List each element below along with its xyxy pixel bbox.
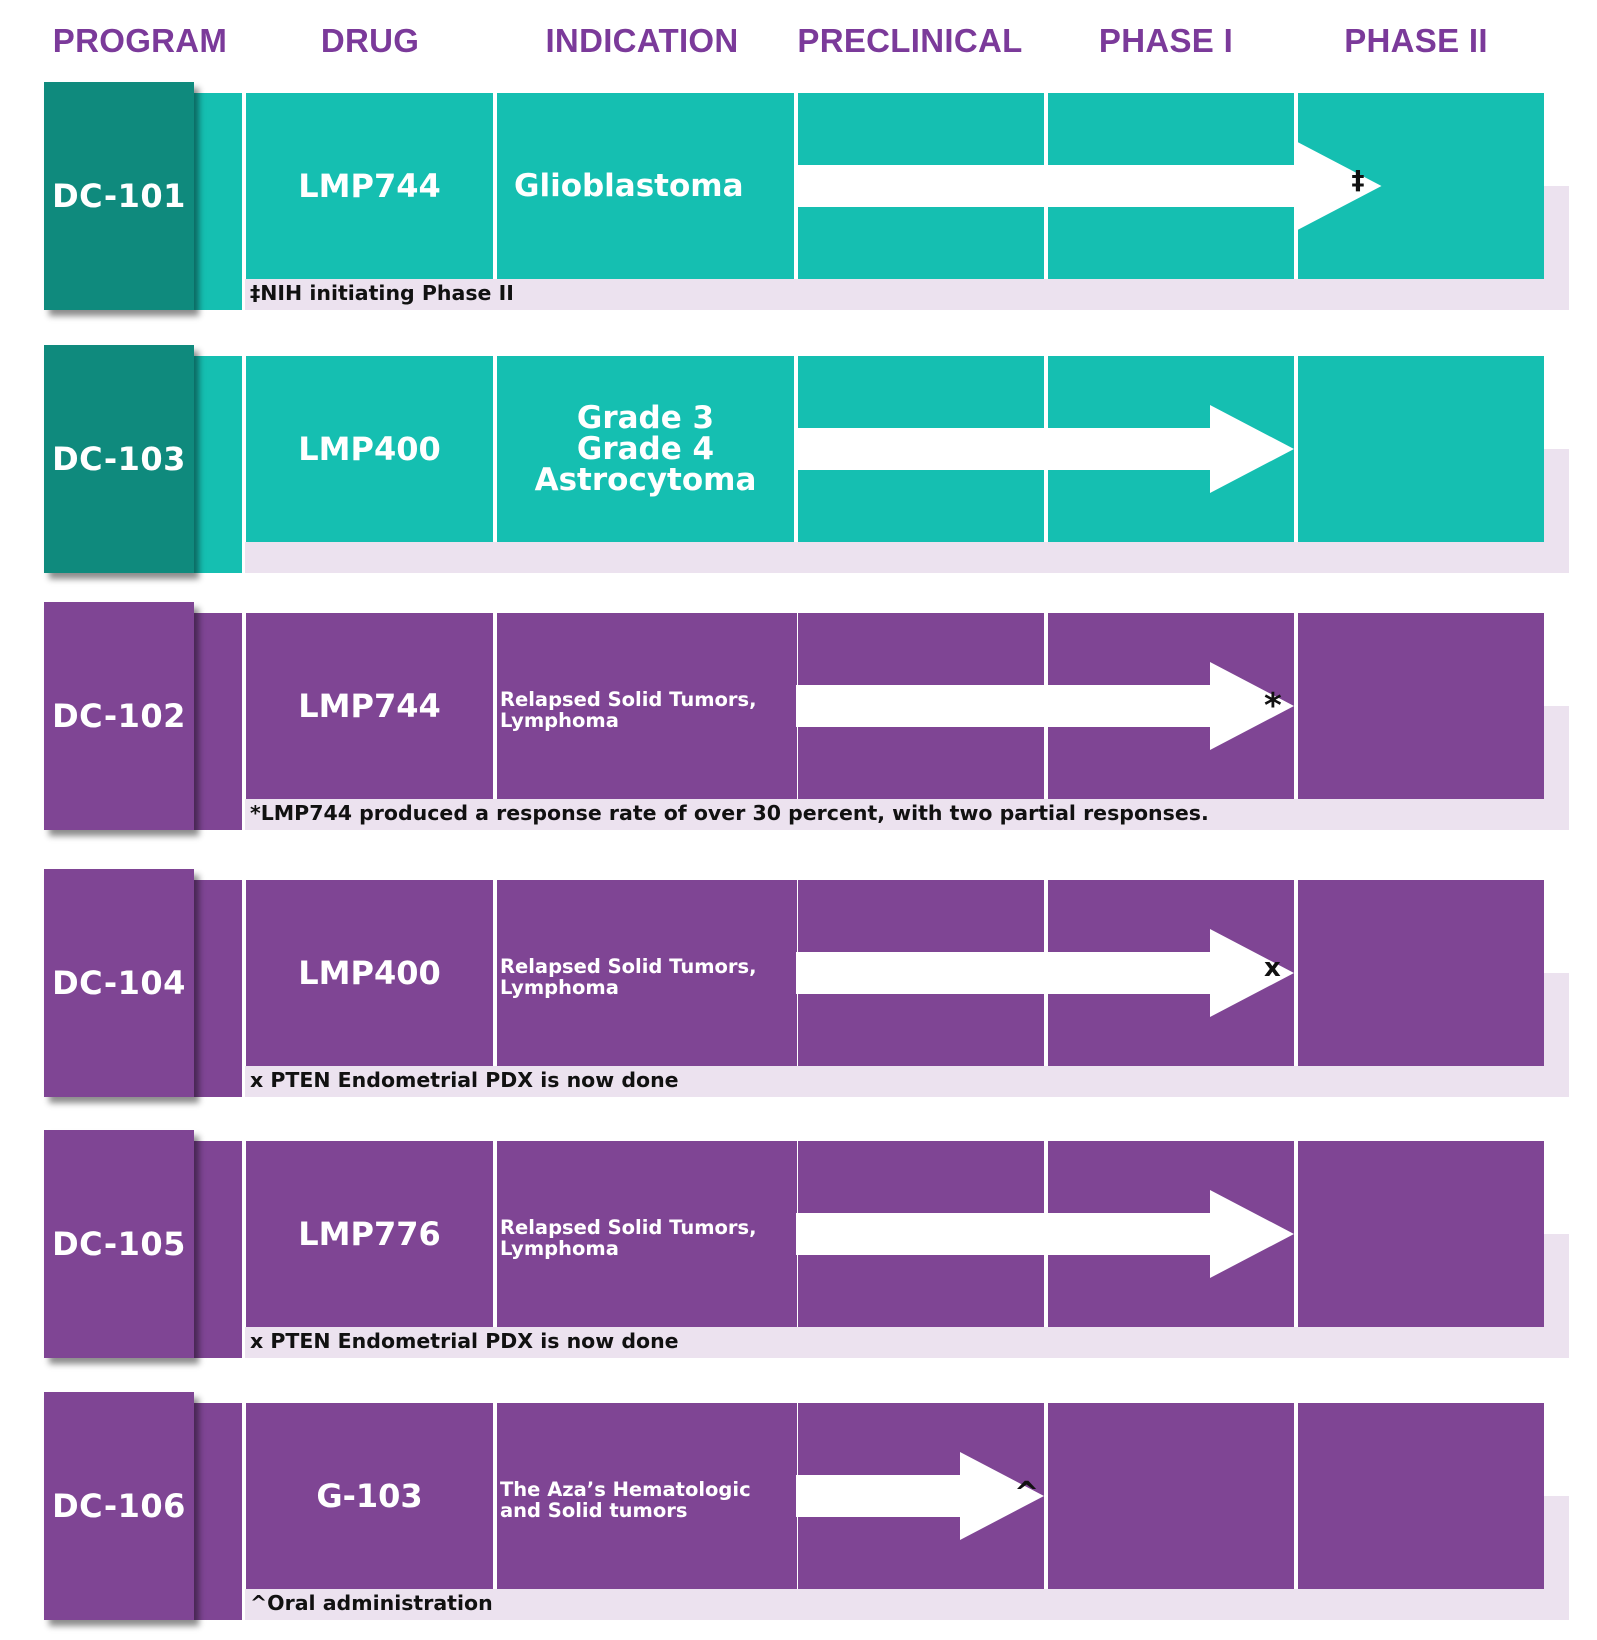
footnote-marker: ^ <box>1014 1476 1040 1511</box>
stage-cell <box>1298 1403 1544 1589</box>
program-strip <box>190 1403 242 1620</box>
drug-name: LMP400 <box>246 356 493 542</box>
header-program: PROGRAM <box>52 22 228 59</box>
footnote-text: ‡NIH initiating Phase II <box>250 281 514 305</box>
progress-arrow-shape <box>796 1452 1044 1540</box>
footnote-band <box>245 1589 1569 1620</box>
progress-arrow <box>796 142 1382 230</box>
drug-name: LMP776 <box>246 1141 493 1327</box>
progress-arrow <box>796 929 1294 1017</box>
progress-arrow-shape <box>796 142 1382 230</box>
drug-name: G-103 <box>246 1403 493 1589</box>
indication: Relapsed Solid Tumors,Lymphoma <box>497 613 797 799</box>
program-strip <box>190 356 242 573</box>
program-strip <box>190 1141 242 1358</box>
footnote-marker: x <box>1264 953 1281 983</box>
indication: Relapsed Solid Tumors,Lymphoma <box>497 1141 797 1327</box>
progress-arrow-shape <box>796 1190 1294 1278</box>
header-drug: DRUG <box>320 22 420 59</box>
footnote-band <box>245 799 1569 830</box>
header-phase1: PHASE I <box>1098 22 1234 59</box>
program-id: DC-101 <box>44 82 194 310</box>
progress-arrow <box>796 1190 1294 1278</box>
progress-arrow-shape <box>796 662 1294 750</box>
header-indication: INDICATION <box>545 22 739 59</box>
indication: Glioblastoma <box>497 93 794 279</box>
program-strip <box>190 93 242 310</box>
progress-arrow <box>796 662 1294 750</box>
drug-name: LMP400 <box>246 880 493 1066</box>
footnote-band <box>245 1066 1569 1097</box>
drug-name: LMP744 <box>246 613 493 799</box>
progress-arrow <box>796 1452 1044 1540</box>
stage-cell <box>1298 356 1544 542</box>
footnote-band <box>245 1327 1569 1358</box>
footnote-marker: * <box>1264 686 1282 726</box>
program-id: DC-104 <box>44 869 194 1097</box>
program-id: DC-103 <box>44 345 194 573</box>
footnote-text: ^Oral administration <box>250 1591 493 1615</box>
program-id: DC-106 <box>44 1392 194 1620</box>
header-preclinical: PRECLINICAL <box>797 22 1023 59</box>
program-strip <box>190 880 242 1097</box>
footnote-band <box>245 279 1569 310</box>
program-id: DC-102 <box>44 602 194 830</box>
footnote-text: x PTEN Endometrial PDX is now done <box>250 1329 679 1353</box>
footnote-text: *LMP744 produced a response rate of over… <box>250 801 1209 825</box>
header-phase2: PHASE II <box>1344 22 1488 59</box>
footnote-band <box>245 542 1569 573</box>
footnote-text: x PTEN Endometrial PDX is now done <box>250 1068 679 1092</box>
drug-name: LMP744 <box>246 93 493 279</box>
stage-cell <box>1298 613 1544 799</box>
stage-cell <box>1298 880 1544 1066</box>
indication: Relapsed Solid Tumors,Lymphoma <box>497 880 797 1066</box>
program-strip <box>190 613 242 830</box>
footnote-marker: ‡ <box>1351 166 1365 196</box>
progress-arrow-shape <box>796 405 1294 493</box>
progress-arrow <box>796 405 1294 493</box>
stage-cell <box>1048 1403 1294 1589</box>
progress-arrow-shape <box>796 929 1294 1017</box>
program-id: DC-105 <box>44 1130 194 1358</box>
stage-cell <box>1298 1141 1544 1327</box>
